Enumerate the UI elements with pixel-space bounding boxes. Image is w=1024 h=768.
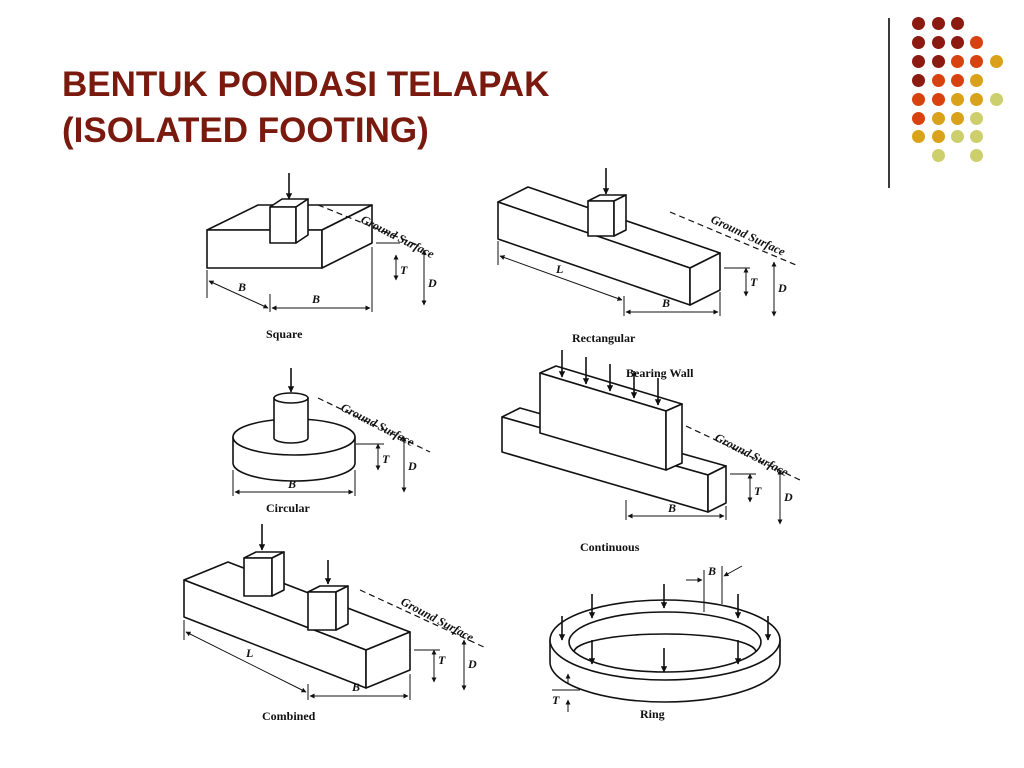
comb-column-2-front [307, 591, 337, 631]
dim-b: B [661, 296, 670, 310]
square-slab-side [321, 204, 373, 269]
slide-title: BENTUK PONDASI TELAPAK (ISOLATED FOOTING… [62, 62, 549, 154]
decorative-divider [888, 18, 890, 188]
ring-top-inner [568, 611, 762, 673]
caption-circular: Circular [266, 501, 310, 515]
cont-wall-side [665, 403, 683, 471]
dim-b: B [287, 477, 296, 491]
decor-dot [912, 112, 925, 125]
ground-surface-line [669, 211, 797, 266]
decor-dot [970, 130, 983, 143]
figure-circular: Ground Surface B T D Circular [232, 368, 431, 515]
caption-combined: Combined [262, 709, 316, 723]
bearing-wall-label: Bearing Wall [626, 366, 694, 380]
decor-dot [912, 36, 925, 49]
dim-line [185, 631, 307, 693]
comb-column-2-side [335, 585, 349, 631]
decor-dot [932, 55, 945, 68]
comb-column-1-side [271, 551, 285, 597]
dim-line [499, 255, 623, 301]
decor-dot [951, 36, 964, 49]
decor-dot [970, 36, 983, 49]
decor-dot [932, 112, 945, 125]
caption-square: Square [266, 327, 303, 341]
dim-d: D [467, 657, 477, 671]
figure-ring: B T Ring [549, 564, 781, 721]
figure-continuous: Bearing Wall Ground Surface B T D Contin… [501, 350, 801, 554]
dim-d: D [427, 276, 437, 290]
dim-line [723, 565, 743, 577]
decor-dot [912, 55, 925, 68]
rect-column-side [613, 194, 627, 237]
dim-d: D [407, 459, 417, 473]
decor-dot [970, 149, 983, 162]
title-line-2: (ISOLATED FOOTING) [62, 111, 429, 150]
decor-dot [990, 93, 1003, 106]
decor-dot [990, 55, 1003, 68]
decor-dot [932, 149, 945, 162]
decor-dot [932, 36, 945, 49]
dim-b: B [351, 680, 360, 694]
dim-t: T [438, 653, 446, 667]
decor-dot [970, 112, 983, 125]
dim-t: T [754, 484, 762, 498]
decor-dot [951, 93, 964, 106]
rect-column-front [587, 200, 615, 237]
ground-surface-line [317, 397, 431, 453]
dim-b: B [707, 564, 716, 578]
dim-b1: B [237, 280, 246, 294]
comb-slab-side [365, 631, 411, 689]
decor-dot [951, 17, 964, 30]
caption-continuous: Continuous [580, 540, 640, 554]
dim-b2: B [311, 292, 320, 306]
circular-column-side [273, 397, 309, 444]
caption-ring: Ring [640, 707, 665, 721]
ring-inner-wall [573, 633, 757, 653]
decor-dot [912, 130, 925, 143]
title-line-1: BENTUK PONDASI TELAPAK [62, 65, 550, 104]
decor-dot [912, 74, 925, 87]
decor-dot [951, 55, 964, 68]
square-column-front [269, 206, 297, 244]
ground-surface-label: Ground Surface [709, 212, 788, 259]
dim-line [208, 280, 269, 309]
decor-dot [951, 74, 964, 87]
rect-slab-side [689, 252, 721, 306]
decor-dot [970, 74, 983, 87]
figure-square: Ground Surface B B T D Square [206, 173, 437, 341]
square-column-side [295, 198, 309, 244]
decor-dot [932, 74, 945, 87]
dim-t: T [552, 693, 560, 707]
dim-l: L [245, 646, 253, 660]
ground-surface-line [317, 204, 421, 247]
ground-surface-line [359, 589, 487, 649]
decor-dot [932, 93, 945, 106]
decor-dot [970, 55, 983, 68]
figure-combined: Ground Surface L B T D Combined [183, 524, 487, 723]
decor-dot [912, 93, 925, 106]
decor-dot [970, 93, 983, 106]
dim-l: L [555, 262, 563, 276]
dim-d: D [783, 490, 793, 504]
dim-d: D [777, 281, 787, 295]
decor-dot [932, 17, 945, 30]
dim-t: T [382, 452, 390, 466]
dim-t: T [400, 263, 408, 277]
dim-b: B [667, 501, 676, 515]
decor-dot [951, 130, 964, 143]
decor-dot [932, 130, 945, 143]
caption-rectangular: Rectangular [572, 331, 636, 345]
dim-t: T [750, 275, 758, 289]
figure-rectangular: Ground Surface L B T D Rectangular [497, 168, 797, 345]
circular-column-top [273, 392, 309, 404]
decor-dot [951, 112, 964, 125]
cont-footing-side [707, 465, 727, 513]
comb-column-1-front [243, 557, 273, 597]
decor-dot [912, 17, 925, 30]
